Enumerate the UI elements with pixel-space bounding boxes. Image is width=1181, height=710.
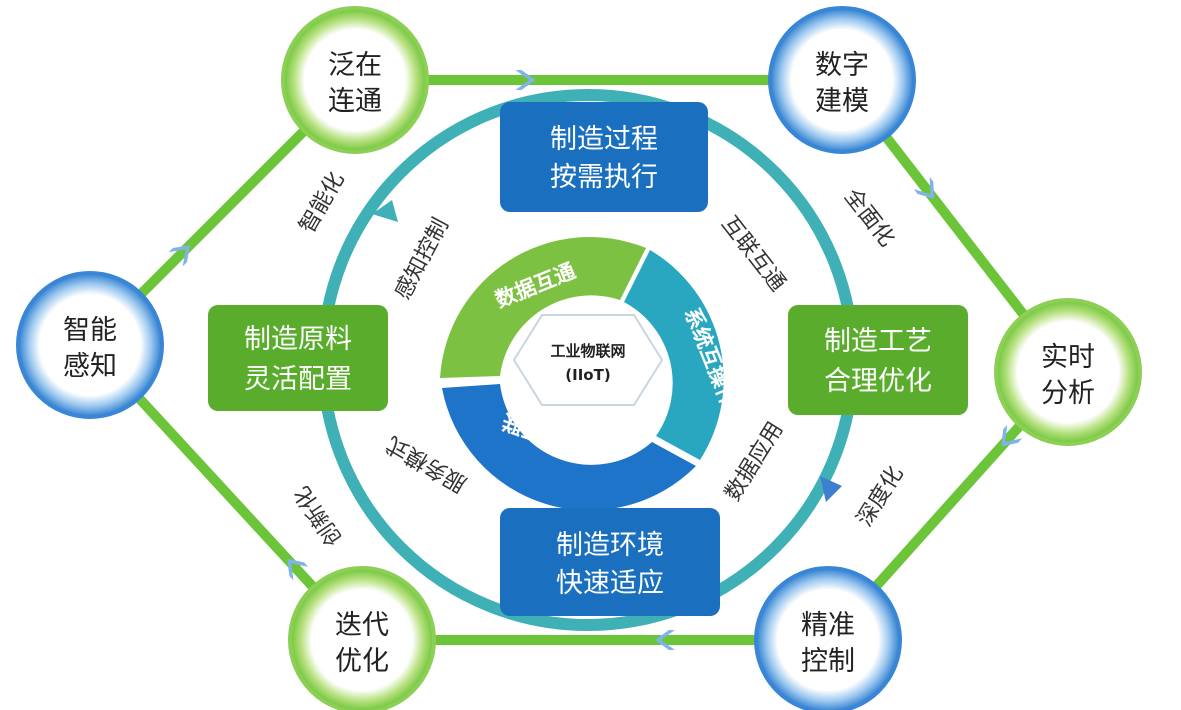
inner-box-left-line2: 灵活配置 [244,364,352,395]
edge-label-depth: 深度化 [852,462,908,531]
edge-label-intelligent: 智能化 [295,168,350,238]
outer-node-label: 迭代 [335,610,389,641]
ring-label-data-application: 数据应用 [721,418,789,506]
chevron-right-icon [1001,424,1023,447]
edge-label-comprehensive: 全面化 [839,184,899,251]
edge-label-innovation: 创新化 [290,481,348,550]
inner-box-top-line1: 制造过程 [550,124,658,155]
outer-node-label: 优化 [335,646,389,677]
outer-node-label: 泛在 [328,50,382,81]
outer-node-label: 数字 [815,50,869,81]
outer-node-label: 智能 [63,315,117,346]
outer-node-circle [16,271,164,419]
ring-label-interconnect: 互联互通 [716,212,790,297]
inner-box-right-line1: 制造工艺 [824,326,932,357]
chevron-right-icon [654,630,675,650]
outer-node-circle [288,566,436,710]
core-segment-data [440,237,646,378]
ring-label-sense-control: 感知控制 [391,214,454,303]
outer-node-label: 精准 [801,610,855,641]
inner-box-bottom: 制造环境 快速适应 [500,508,720,616]
core-segment-network [442,384,696,511]
inner-box-bottom-bg [500,508,720,616]
outer-node-circle [754,566,902,710]
ring-arrow-right-icon [820,476,842,502]
inner-box-right-bg [788,305,968,415]
chevron-right-icon [168,245,190,267]
core-hexagon [512,314,664,406]
hexagon-arrows [168,70,1023,650]
inner-box-left-bg [208,305,388,411]
inner-box-left-line1: 制造原料 [244,324,352,355]
core-subtitle: (IIoT) [565,366,610,384]
inner-box-top-line2: 按需执行 [550,162,658,193]
outer-node-label: 建模 [815,86,869,117]
chevron-right-icon [515,70,536,90]
chevron-right-icon [287,558,309,581]
outer-node-circle [281,6,429,154]
ring-label-service-mode: 服务模式 [382,431,471,497]
outer-node-label: 控制 [801,646,855,677]
ring-arrows [372,200,842,502]
core-cycle: 工业物联网 (IIoT) 数据互通 系统互操作 网络互联 [440,237,741,511]
inner-box-right: 制造工艺 合理优化 [788,305,968,415]
outer-node-label: 感知 [63,351,117,382]
inner-box-right-line2: 合理优化 [824,366,932,397]
inner-box-top: 制造过程 按需执行 [500,102,708,212]
inner-box-bottom-line2: 快速适应 [556,568,664,599]
core-title: 工业物联网 [550,342,625,360]
outer-node-label: 连通 [328,86,382,117]
outer-node-circle [768,6,916,154]
outer-node-circle [994,298,1142,446]
inner-box-left: 制造原料 灵活配置 [208,305,388,411]
chevron-right-icon [913,176,935,199]
core-segment-system [624,250,724,460]
outer-node-label: 分析 [1041,378,1095,409]
inner-box-top-bg [500,102,708,212]
inner-box-bottom-line1: 制造环境 [556,530,664,561]
outer-node-label: 实时 [1041,342,1095,373]
ring-arrow-left-icon [372,200,398,222]
